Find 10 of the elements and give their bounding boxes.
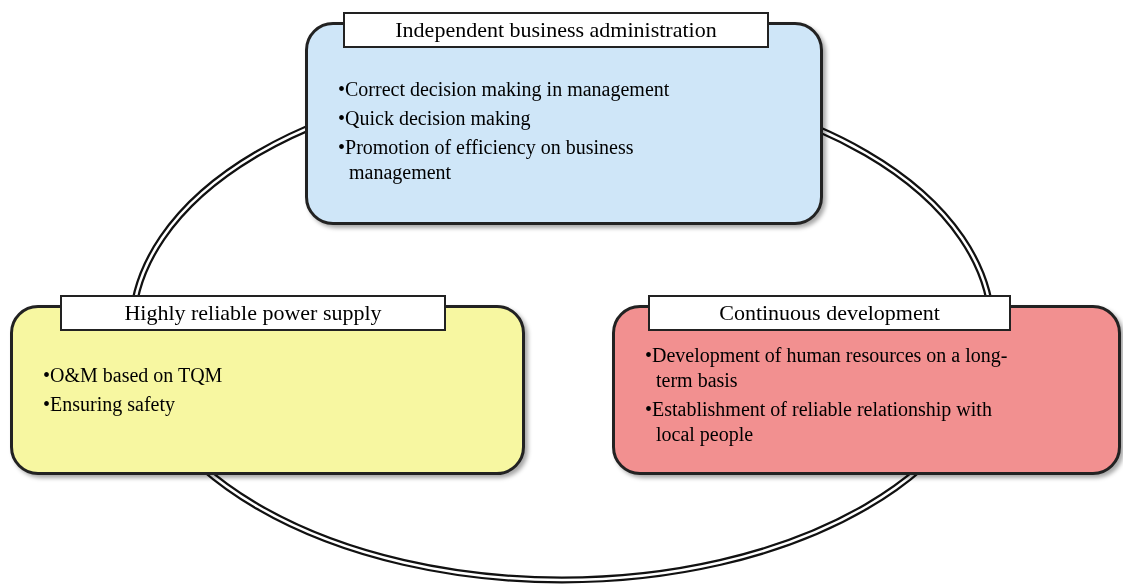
box-title: Highly reliable power supply <box>60 295 446 331</box>
bullet-item: •Correct decision making in management <box>338 77 671 102</box>
bullet-item: •Establishment of reliable relationship with local people <box>645 397 993 447</box>
bullet-item: •O&M based on TQM <box>43 363 224 388</box>
bullet-item: •Quick decision making <box>338 106 532 131</box>
box-title: Independent business administration <box>343 12 769 48</box>
bullet-item: •Ensuring safety <box>43 392 176 417</box>
box-title: Continuous development <box>648 295 1011 331</box>
bullet-item: •Promotion of efficiency on business management <box>338 135 635 185</box>
bullet-item: •Development of human resources on a long-term basis <box>645 343 1009 393</box>
